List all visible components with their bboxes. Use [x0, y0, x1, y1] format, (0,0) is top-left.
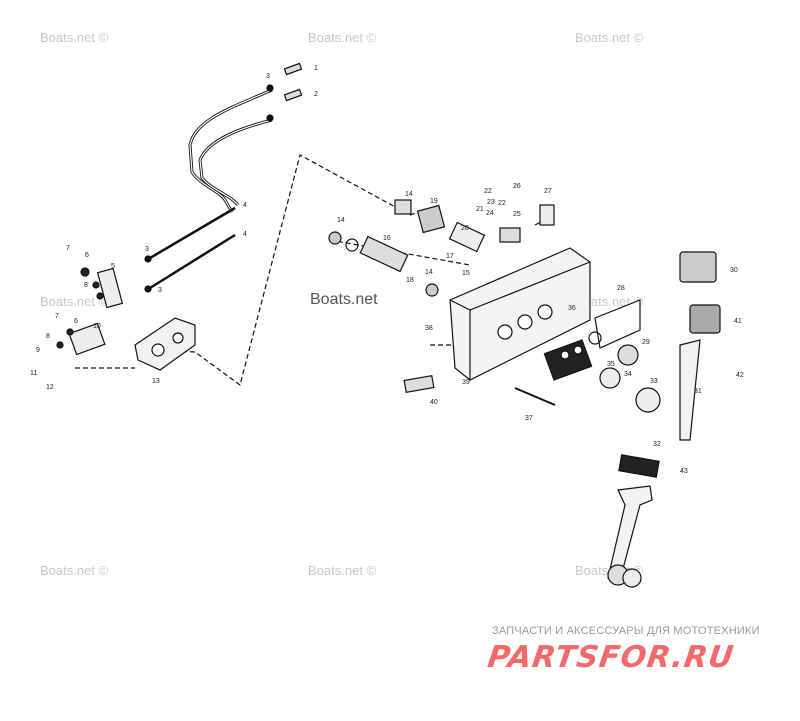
callout: 13 [152, 378, 160, 385]
callout: 34 [624, 371, 632, 378]
watermark: Boats.net © [40, 294, 109, 309]
callout: 19 [430, 198, 438, 205]
callout: 42 [736, 372, 744, 379]
callout: 1 [314, 65, 318, 72]
callout: 43 [680, 468, 688, 475]
callout: 14 [337, 217, 345, 224]
callout: 38 [425, 325, 433, 332]
callout: 14 [405, 191, 413, 198]
callout: 23 [487, 199, 495, 206]
callout: 35 [607, 361, 615, 368]
callout: 25 [513, 211, 521, 218]
callout: 11 [30, 370, 37, 377]
callout: 3 [266, 73, 270, 80]
callout: 6 [85, 252, 89, 259]
callout: 17 [446, 253, 454, 260]
callout: 7 [55, 313, 59, 320]
callout: 21 [476, 206, 484, 213]
callout: 10 [93, 323, 101, 330]
watermark: Boats.net © [575, 30, 644, 45]
callout: 40 [430, 399, 438, 406]
callout: 7 [66, 245, 70, 252]
callout: 41 [734, 318, 742, 325]
callout: 8 [46, 333, 50, 340]
linework [56, 62, 721, 588]
callout: 5 [111, 263, 115, 270]
callout: 4 [243, 202, 247, 209]
callout: 9 [36, 347, 40, 354]
callout: 36 [568, 305, 576, 312]
watermarks: Boats.net © Boats.net © Boats.net © Boat… [40, 30, 644, 578]
watermark: Boats.net © [308, 563, 377, 578]
watermark: Boats.net © [40, 563, 109, 578]
watermark: Boats.net © [308, 30, 377, 45]
callout: 3 [145, 246, 149, 253]
callout: 3 [158, 287, 162, 294]
callout: 14 [425, 269, 433, 276]
callout-labels: 1 2 3 3 3 4 4 5 6 6 7 7 8 8 9 10 11 12 1… [30, 65, 744, 475]
watermark: Boats.net © [40, 30, 109, 45]
callout: 39 [462, 379, 470, 386]
callout: 28 [617, 285, 625, 292]
callout: 8 [84, 282, 88, 289]
callout: 18 [406, 277, 414, 284]
callout: 16 [383, 235, 391, 242]
callout: 15 [462, 270, 470, 277]
brand-tagline: ЗАПЧАСТИ И АКСЕССУАРЫ ДЛЯ МОТОТЕХНИКИ [492, 625, 760, 637]
callout: 37 [525, 415, 533, 422]
callout: 4 [243, 231, 247, 238]
callout: 2 [314, 91, 318, 98]
callout: 12 [46, 384, 54, 391]
callout: 22 [498, 200, 506, 207]
callout: 22 [484, 188, 492, 195]
callout: 26 [513, 183, 521, 190]
callout: 6 [74, 318, 78, 325]
brand-logo: PARTSFOR.RU [485, 640, 737, 675]
callout: 31 [694, 388, 702, 395]
callout: 29 [642, 339, 650, 346]
callout: 20 [461, 225, 469, 232]
callout: 27 [544, 188, 552, 195]
callout: 30 [730, 267, 738, 274]
callout: 33 [650, 378, 658, 385]
watermark-center: Boats.net [310, 291, 378, 308]
callout: 24 [486, 210, 494, 217]
callout: 32 [653, 441, 661, 448]
